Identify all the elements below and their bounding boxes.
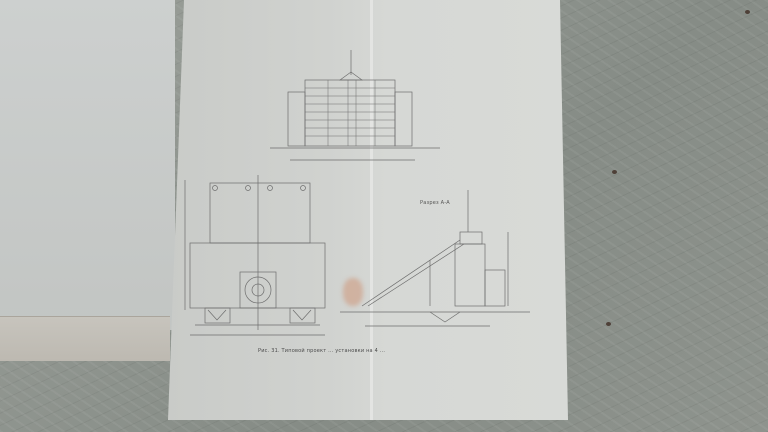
paper-fold (370, 0, 373, 420)
figure-caption: Рис. 31. Типовой проект ... установки на… (258, 348, 386, 354)
plan-view (184, 175, 326, 336)
section-a-a (340, 190, 530, 327)
left-paper-sheet (0, 0, 175, 330)
floor-speck (612, 170, 617, 174)
section-label: Разрез А-А (420, 200, 450, 206)
paper-stain (343, 278, 363, 306)
drawing-sheet (168, 0, 568, 420)
floor-speck (745, 10, 750, 14)
left-paper-flap (0, 316, 170, 361)
front-elevation (270, 50, 440, 161)
floor-speck (606, 322, 611, 326)
